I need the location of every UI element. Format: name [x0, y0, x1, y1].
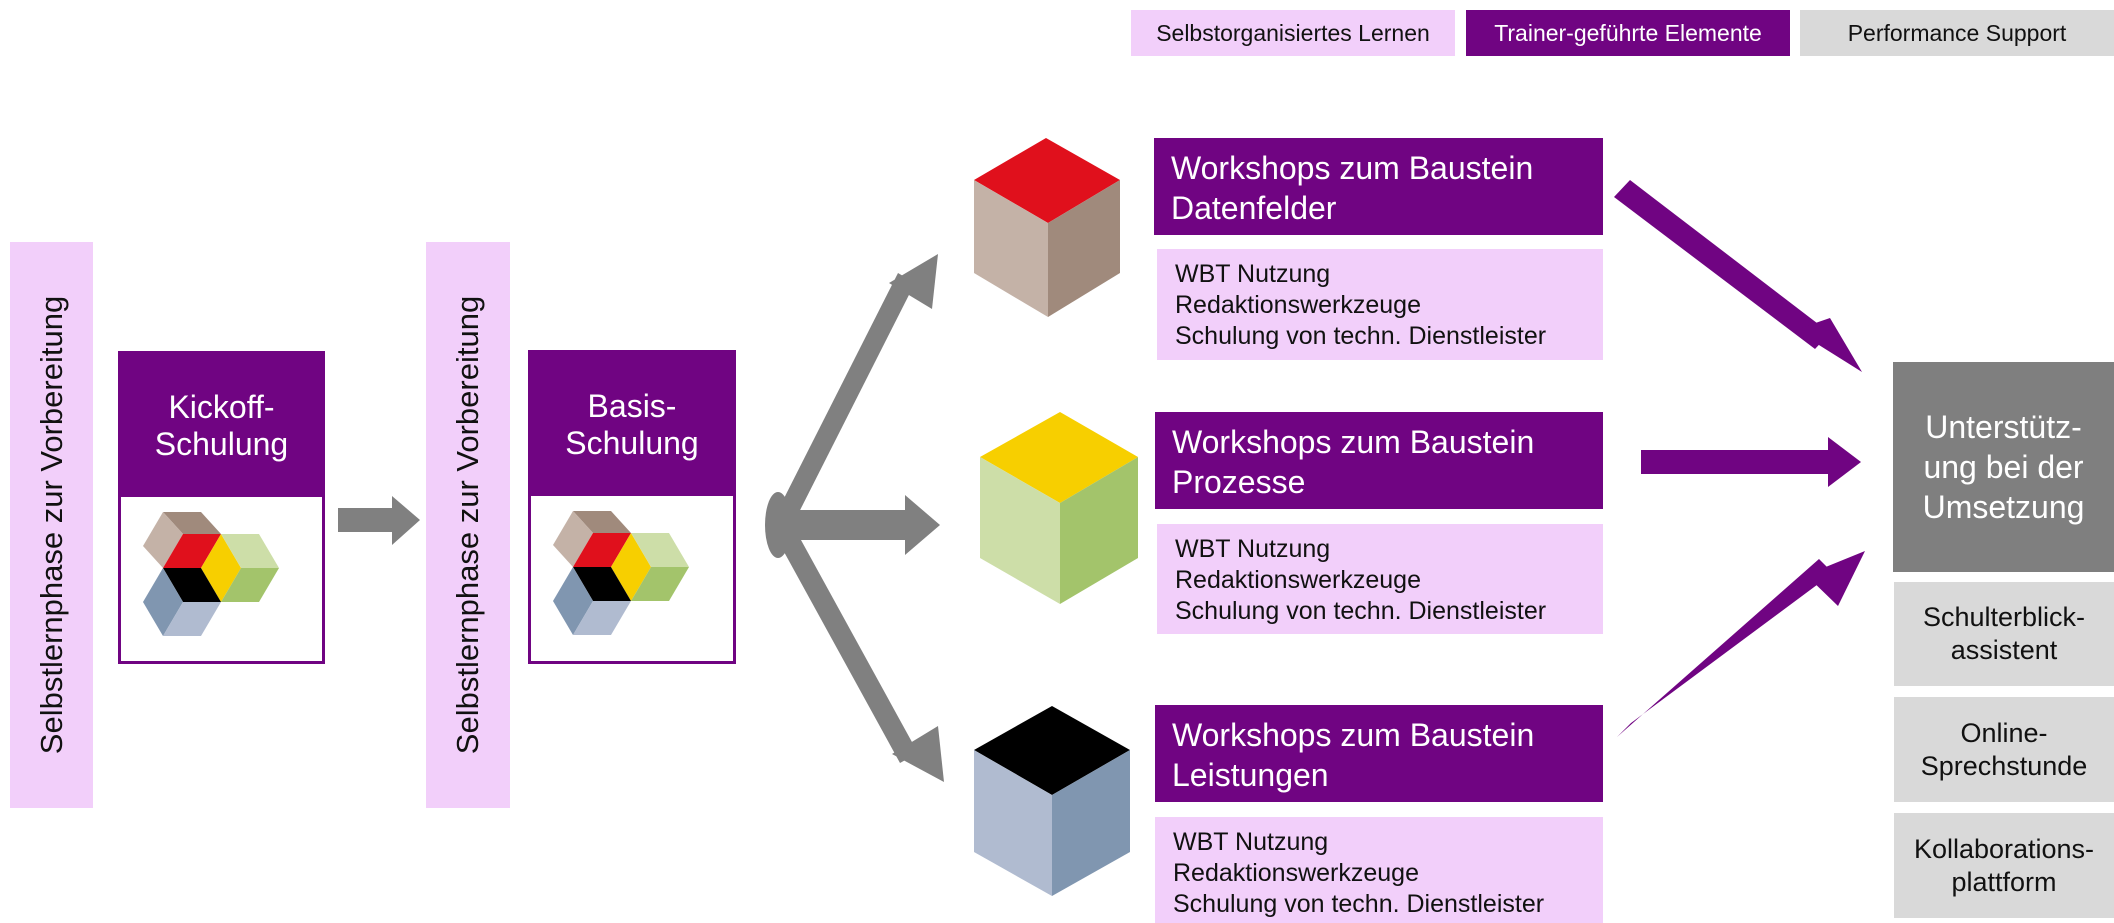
list-item: Schulung von techn. Dienstleister [1175, 597, 1547, 625]
legend-self-learning: Selbstorganisiertes Lernen [1131, 10, 1455, 56]
list-item: WBT Nutzung [1175, 260, 1331, 288]
list-item: Redaktionswerkzeuge [1173, 859, 1419, 887]
purple-arrows [1614, 180, 1865, 737]
workshop-datenfelder-items: WBT Nutzung Redaktionswerkzeuge Schulung… [1157, 249, 1603, 360]
legend-trainer-led: Trainer-geführte Elemente [1466, 10, 1790, 56]
kickoff-title-line1: Kickoff- [168, 388, 275, 425]
support-item-1-line1: Schulterblick- [1922, 602, 2086, 632]
kickoff-title-line2: Schulung [154, 425, 289, 462]
workshop-prozesse-title: Workshops zum Baustein Prozesse [1155, 412, 1603, 509]
workshop-leistungen-title: Workshops zum Baustein Leistungen [1155, 705, 1603, 802]
support-head-line2: ung bei der [1923, 449, 2084, 485]
workshop-2-title-line2: Prozesse [1172, 464, 1306, 500]
workshop-1-title-line2: Datenfelder [1171, 190, 1337, 226]
workshop-leistungen-items: WBT Nutzung Redaktionswerkzeuge Schulung… [1155, 817, 1603, 923]
basis-title-line1: Basis- [587, 387, 677, 424]
phase-1-label: Selbstlernphase zur Vorbereitung [33, 295, 69, 755]
cube-yellow-green [980, 412, 1138, 604]
self-learning-phase-1: Selbstlernphase zur Vorbereitung [10, 242, 93, 808]
support-item-collaboration-platform: Kollaborations- plattform [1894, 813, 2114, 918]
list-item: Redaktionswerkzeuge [1175, 566, 1421, 594]
cube-cluster-logo [121, 500, 322, 661]
list-item: Schulung von techn. Dienstleister [1173, 890, 1545, 918]
support-head-line3: Umsetzung [1922, 489, 2085, 525]
kickoff-training-box: Kickoff- Schulung [118, 351, 325, 664]
self-learning-phase-2: Selbstlernphase zur Vorbereitung [426, 242, 510, 808]
cube-cluster-logo [531, 499, 733, 661]
workshop-3-title-line2: Leistungen [1172, 757, 1329, 793]
support-item-3-line2: plattform [1951, 866, 2057, 897]
basis-training-box: Basis- Schulung [528, 350, 736, 664]
phase-2-label: Selbstlernphase zur Vorbereitung [450, 295, 485, 755]
support-item-online-consultation: Online- Sprechstunde [1894, 697, 2114, 802]
list-item: Schulung von techn. Dienstleister [1175, 322, 1547, 350]
cube-red [974, 138, 1120, 317]
basis-title-line2: Schulung [565, 424, 699, 461]
workshop-prozesse-items: WBT Nutzung Redaktionswerkzeuge Schulung… [1157, 524, 1603, 634]
support-implementation-box: Unterstütz- ung bei der Umsetzung [1893, 362, 2114, 572]
support-item-shoulder-assistant: Schulterblick- assistent [1894, 582, 2114, 686]
list-item: WBT Nutzung [1175, 535, 1331, 563]
list-item: WBT Nutzung [1173, 828, 1329, 856]
support-item-2-line2: Sprechstunde [1920, 750, 2088, 781]
workshop-1-title-line1: Workshops zum Baustein [1171, 150, 1534, 186]
support-head-line1: Unterstütz- [1925, 409, 2082, 445]
legend-performance-support: Performance Support [1800, 10, 2114, 56]
workshop-datenfelder-title: Workshops zum Baustein Datenfelder [1154, 138, 1603, 235]
list-item: Redaktionswerkzeuge [1175, 291, 1421, 319]
support-item-3-line1: Kollaborations- [1913, 833, 2095, 864]
fork-arrows [765, 254, 944, 782]
kickoff-title: Kickoff- Schulung [121, 354, 322, 497]
cube-black-blue [974, 706, 1130, 896]
arrow-kickoff-to-basis [338, 496, 420, 545]
workshop-3-title-line1: Workshops zum Baustein [1172, 717, 1535, 753]
workshop-2-title-line1: Workshops zum Baustein [1172, 424, 1535, 460]
basis-title: Basis- Schulung [531, 353, 733, 496]
support-item-2-line1: Online- [1960, 717, 2048, 748]
support-item-1-line2: assistent [1950, 635, 2058, 665]
